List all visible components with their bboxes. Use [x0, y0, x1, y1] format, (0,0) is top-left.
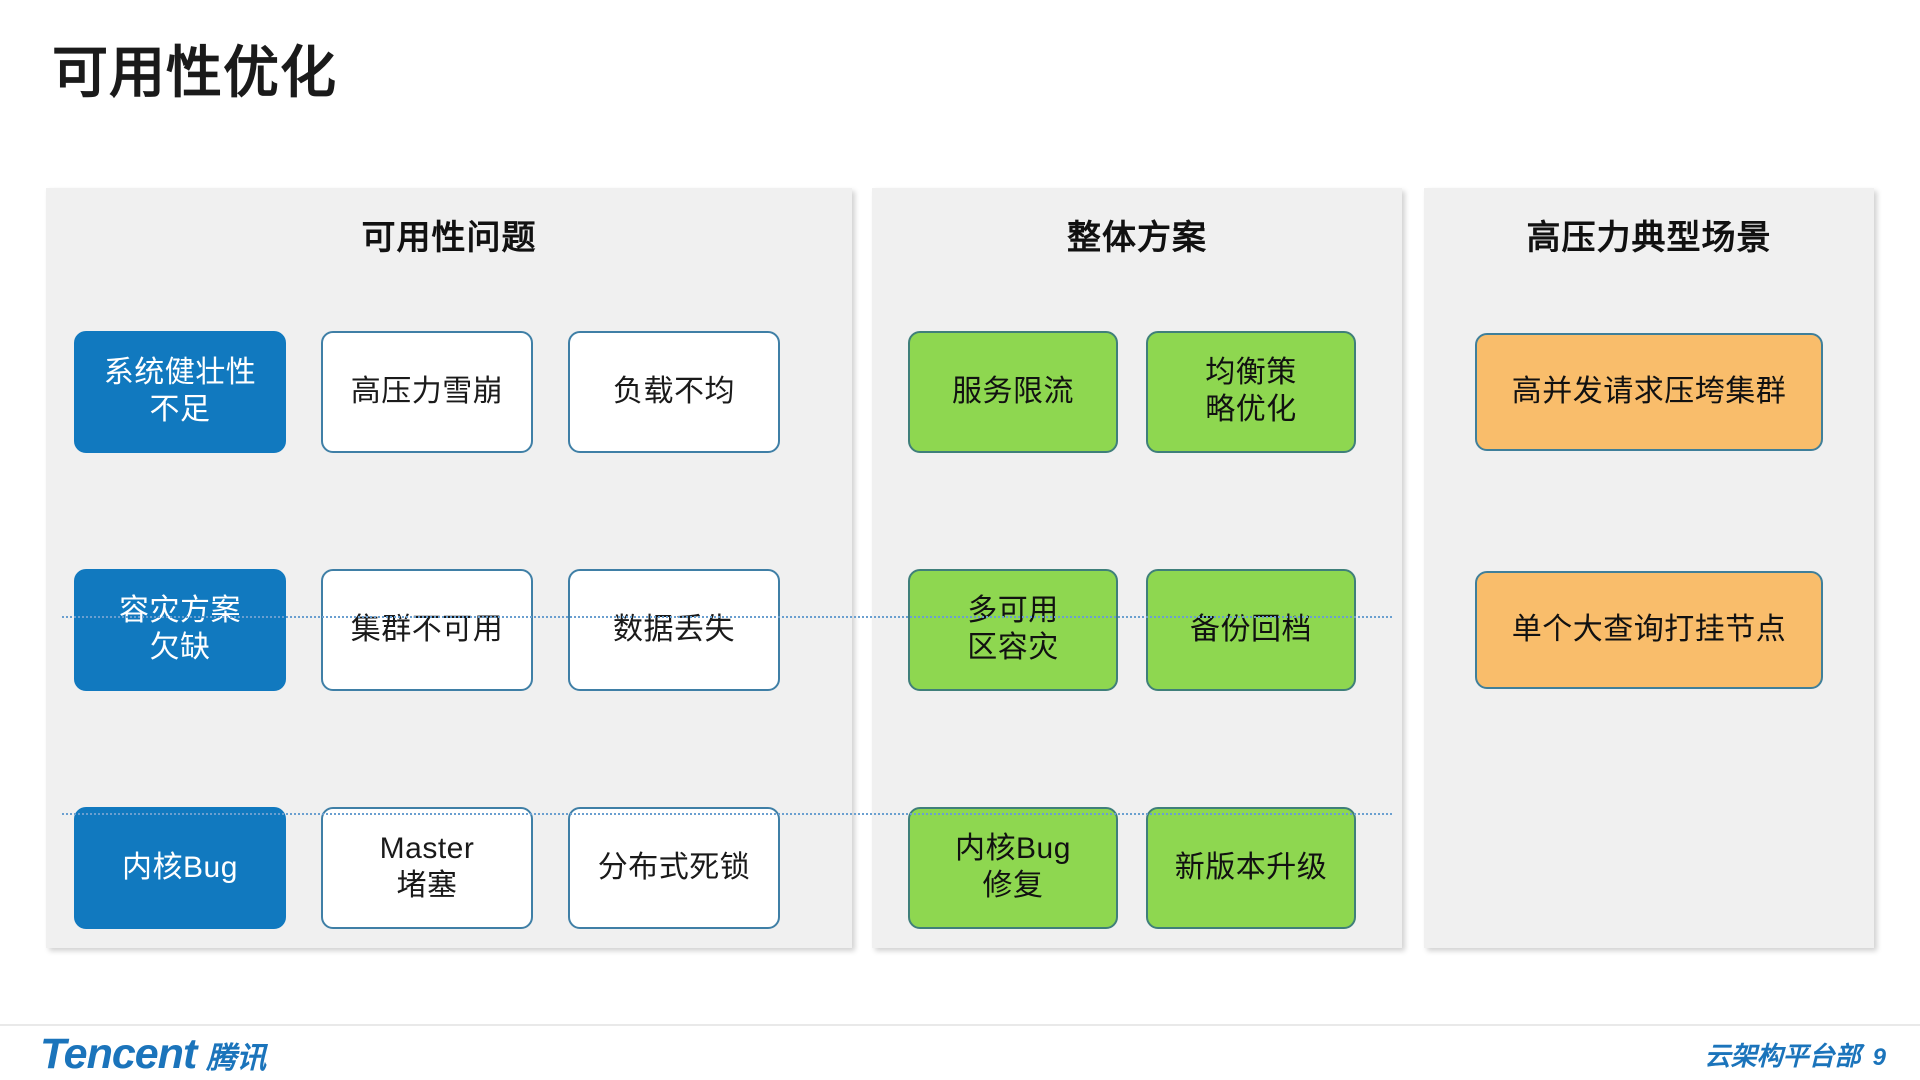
scenario-rows: 高并发请求压垮集群 单个大查询打挂节点	[1424, 273, 1874, 987]
problem-box[interactable]: 负载不均	[568, 331, 780, 453]
problem-box[interactable]: 高压力雪崩	[321, 331, 533, 453]
panels-container: 可用性问题 系统健壮性 不足 高压力雪崩 负载不均 容灾方案 欠缺 集群不可用 …	[46, 188, 1874, 948]
solution-row: 服务限流 均衡策 略优化	[872, 273, 1402, 511]
department-label: 云架构平台部	[1704, 1041, 1861, 1071]
footer-right: 云架构平台部 9	[1705, 1036, 1886, 1073]
problem-box[interactable]: 分布式死锁	[568, 807, 780, 929]
solution-box[interactable]: 备份回档	[1146, 569, 1356, 691]
category-chip-system-robustness[interactable]: 系统健壮性 不足	[74, 331, 286, 453]
solution-box[interactable]: 多可用 区容灾	[908, 569, 1118, 691]
problem-row: 系统健壮性 不足 高压力雪崩 负载不均	[46, 273, 852, 511]
problem-box[interactable]: 数据丢失	[568, 569, 780, 691]
scenario-row-empty	[1424, 749, 1874, 987]
panel-availability-problems: 可用性问题 系统健壮性 不足 高压力雪崩 负载不均 容灾方案 欠缺 集群不可用 …	[46, 188, 852, 948]
problem-rows: 系统健壮性 不足 高压力雪崩 负载不均 容灾方案 欠缺 集群不可用 数据丢失 内…	[46, 273, 852, 987]
scenario-row: 高并发请求压垮集群	[1424, 273, 1874, 511]
solution-box[interactable]: 服务限流	[908, 331, 1118, 453]
row-divider-1	[62, 616, 1392, 618]
page-number: 9	[1872, 1044, 1886, 1071]
problem-row: 容灾方案 欠缺 集群不可用 数据丢失	[46, 511, 852, 749]
scenario-row: 单个大查询打挂节点	[1424, 511, 1874, 749]
tencent-logo-latin: Tencent	[40, 1030, 197, 1078]
problem-box[interactable]: 集群不可用	[321, 569, 533, 691]
category-chip-kernel-bug[interactable]: 内核Bug	[74, 807, 286, 929]
problem-row: 内核Bug Master 堵塞 分布式死锁	[46, 749, 852, 987]
solution-box[interactable]: 新版本升级	[1146, 807, 1356, 929]
solution-row: 内核Bug 修复 新版本升级	[872, 749, 1402, 987]
panel-high-pressure-scenarios: 高压力典型场景 高并发请求压垮集群 单个大查询打挂节点	[1424, 188, 1874, 948]
problem-box[interactable]: Master 堵塞	[321, 807, 533, 929]
footer-divider	[0, 1024, 1920, 1026]
panel-header-overall-solution: 整体方案	[1067, 219, 1207, 257]
page-title: 可用性优化	[52, 41, 337, 104]
solution-box[interactable]: 内核Bug 修复	[908, 807, 1118, 929]
tencent-logo-cjk: 腾讯	[206, 1042, 267, 1075]
scenario-box[interactable]: 高并发请求压垮集群	[1475, 333, 1823, 451]
solution-box[interactable]: 均衡策 略优化	[1146, 331, 1356, 453]
scenario-box[interactable]: 单个大查询打挂节点	[1475, 571, 1823, 689]
panel-header-high-pressure-scenarios: 高压力典型场景	[1526, 219, 1772, 257]
tencent-logo: Tencent 腾讯	[40, 1030, 266, 1079]
panel-header-availability-problems: 可用性问题	[361, 219, 537, 257]
category-chip-disaster-recovery[interactable]: 容灾方案 欠缺	[74, 569, 286, 691]
solution-rows: 服务限流 均衡策 略优化 多可用 区容灾 备份回档 内核Bug 修复 新版本升级	[872, 273, 1402, 987]
panel-overall-solution: 整体方案 服务限流 均衡策 略优化 多可用 区容灾 备份回档 内核Bug 修复 …	[872, 188, 1402, 948]
row-divider-2	[62, 813, 1392, 815]
solution-row: 多可用 区容灾 备份回档	[872, 511, 1402, 749]
